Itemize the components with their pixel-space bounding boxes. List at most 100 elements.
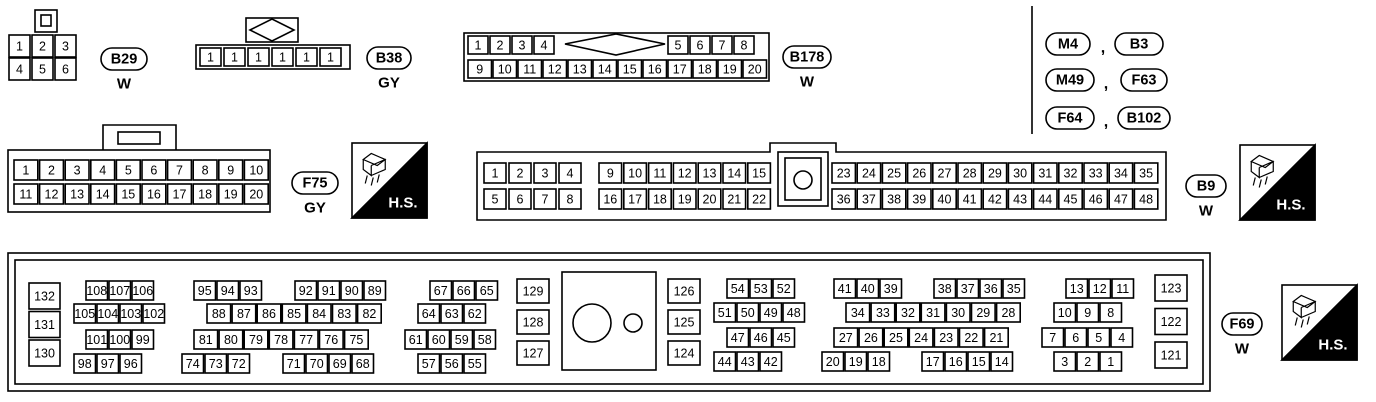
pin-number: 12 — [45, 188, 59, 202]
pin-number: 38 — [938, 282, 952, 296]
pin-cell — [867, 351, 891, 372]
pin-cell — [166, 183, 193, 205]
pin-cell — [1032, 188, 1058, 210]
pin-number: 121 — [1161, 349, 1182, 363]
b29-latch-inner — [40, 14, 52, 27]
pin-cell — [268, 329, 294, 350]
pin-number: 46 — [754, 331, 768, 345]
wire-color-code: GY — [304, 200, 326, 217]
pin-number: 15 — [623, 63, 637, 77]
pin-cell — [216, 280, 240, 301]
b9-housing — [476, 142, 1167, 221]
pin-cell — [115, 159, 142, 181]
pin-number: 6 — [150, 164, 157, 178]
pin-cell — [218, 159, 244, 181]
pin-cell — [517, 59, 543, 79]
pin-cell — [429, 280, 453, 301]
pin-cell — [970, 302, 996, 323]
pin-cell — [54, 34, 77, 58]
pin-cell — [452, 280, 476, 301]
pin-cell — [1088, 278, 1112, 299]
pin-cell — [979, 278, 1003, 299]
connector-tag-text: B3 — [1130, 37, 1149, 53]
pin-cell — [483, 188, 507, 210]
pin-cell — [749, 327, 773, 348]
pin-number: 15 — [752, 167, 766, 181]
pin-number: 64 — [422, 307, 436, 321]
pin-number: 7 — [542, 193, 549, 207]
f75-latch-window — [117, 131, 161, 145]
pin-cell — [108, 329, 132, 350]
pin-number: 20 — [748, 63, 762, 77]
separator-comma: , — [1104, 114, 1108, 131]
pin-number: 5 — [125, 164, 132, 178]
pin-number: 16 — [603, 193, 617, 207]
pin-number: 2 — [48, 164, 55, 178]
pin-cell — [85, 329, 109, 350]
pin-number: 10 — [628, 167, 642, 181]
pin-number: 3 — [62, 40, 69, 54]
f75-housing — [7, 149, 271, 213]
pin-cell — [363, 280, 387, 301]
pin-cell — [489, 35, 511, 55]
wire-color-code: W — [800, 74, 815, 91]
pin-number: 91 — [322, 284, 336, 298]
pin-number: 18 — [698, 63, 712, 77]
pin-cell — [516, 340, 550, 366]
pin-number: 82 — [362, 307, 376, 321]
pin-cell — [1053, 351, 1077, 372]
pin-number: 62 — [468, 307, 482, 321]
pin-cell — [281, 303, 307, 324]
pin-number: 5 — [492, 193, 499, 207]
pin-number: 19 — [723, 63, 737, 77]
pin-number: 85 — [287, 307, 301, 321]
pin-number: 66 — [457, 284, 471, 298]
pin-number: 70 — [310, 357, 324, 371]
pin-cell — [13, 159, 39, 181]
pin-cell — [193, 329, 219, 350]
pin-cell — [831, 162, 857, 184]
pin-cell — [331, 303, 357, 324]
pin-number: 20 — [826, 355, 840, 369]
pin-number: 123 — [1161, 282, 1182, 296]
pin-number: 19 — [849, 355, 863, 369]
pin-cell — [1041, 327, 1065, 348]
pin-number: 58 — [478, 333, 492, 347]
pin-number: 4 — [16, 63, 23, 77]
pin-number: 17 — [673, 63, 687, 77]
pin-number: 132 — [34, 290, 55, 304]
pin-number: 9 — [607, 167, 614, 181]
pin-number: 48 — [787, 306, 801, 320]
pin-cell — [492, 59, 518, 79]
pin-number: 126 — [674, 285, 695, 299]
pin-cell — [598, 162, 623, 184]
pin-cell — [319, 47, 342, 67]
pin-number: 1 — [1107, 355, 1114, 369]
pin-number: 104 — [97, 307, 118, 321]
pin-number: 78 — [274, 333, 288, 347]
pin-cell — [1032, 162, 1058, 184]
pin-number: 53 — [754, 282, 768, 296]
pin-cell — [440, 303, 464, 324]
pin-number: 27 — [839, 331, 853, 345]
pin-cell — [920, 302, 946, 323]
pin-number: 3 — [74, 164, 81, 178]
pin-number: 42 — [988, 193, 1002, 207]
pin-number: 30 — [951, 306, 965, 320]
pin-number: 37 — [862, 193, 876, 207]
pin-number: 6 — [517, 193, 524, 207]
pin-number: 36 — [984, 282, 998, 296]
connector-tag-b38 — [366, 46, 412, 70]
pin-cell — [558, 188, 582, 210]
pin-number: 14 — [727, 167, 741, 181]
pin-number: 13 — [70, 188, 84, 202]
pin-number: 122 — [1161, 315, 1182, 329]
pin-number: 25 — [887, 167, 901, 181]
pin-cell — [131, 280, 155, 301]
